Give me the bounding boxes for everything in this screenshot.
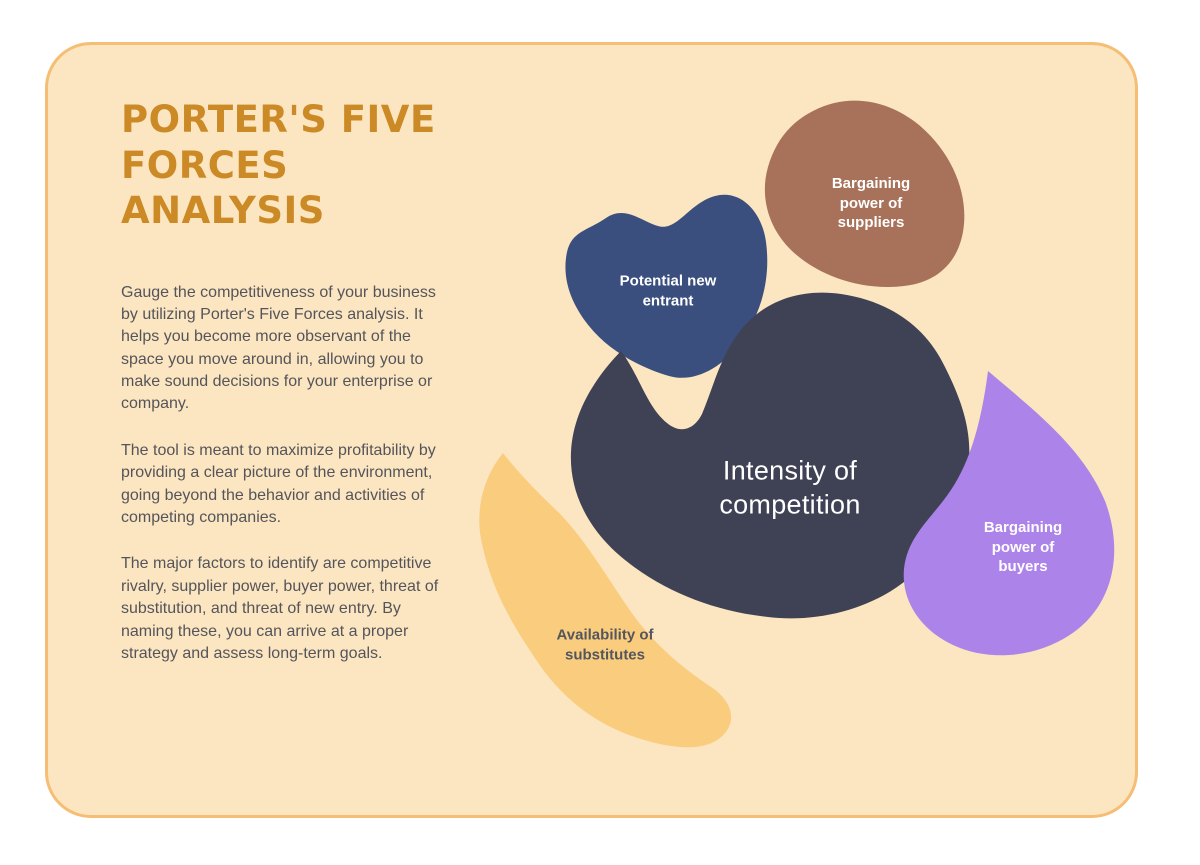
purpose-paragraph: The tool is meant to maximize profitabil… — [121, 441, 436, 527]
text-column: PORTER'S FIVE FORCES ANALYSIS Gauge the … — [121, 97, 451, 689]
blob-shapes-canvas — [479, 100, 1115, 748]
label-potential-new-entrant: Potential new entrant — [619, 272, 717, 310]
label-availability-of-substitutes: Availability of substitutes — [556, 626, 654, 664]
label-bargaining-power-of-suppliers: Bargaining power of suppliers — [831, 174, 911, 231]
five-forces-diagram: Potential new entrant Bargaining power o… — [463, 63, 1143, 763]
blob-intensity-of-competition — [570, 292, 970, 619]
blob-bargaining-power-of-suppliers — [764, 100, 965, 288]
analysis-card: PORTER'S FIVE FORCES ANALYSIS Gauge the … — [45, 42, 1138, 818]
blob-potential-new-entrant — [565, 194, 768, 378]
page-title: PORTER'S FIVE FORCES ANALYSIS — [121, 98, 436, 232]
blob-bargaining-power-of-buyers — [903, 371, 1115, 656]
intro-paragraph: Gauge the competitiveness of your busine… — [121, 283, 436, 413]
blob-availability-of-substitutes — [479, 453, 732, 748]
label-bargaining-power-of-buyers: Bargaining power of buyers — [983, 518, 1063, 575]
factors-paragraph: The major factors to identify are compet… — [121, 555, 439, 662]
label-intensity-of-competition: Intensity of competition — [719, 455, 861, 519]
